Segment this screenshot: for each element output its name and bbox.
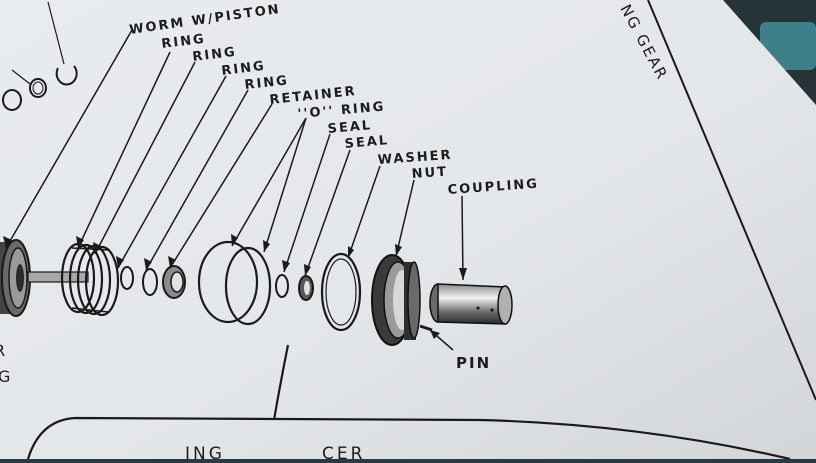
label-pin: PIN	[456, 354, 491, 372]
bracket-stem	[272, 344, 290, 421]
label-coupling: COUPLING	[447, 177, 539, 198]
callout-labels: WORM W/PISTON RING RING RING RING RETAIN…	[128, 2, 539, 372]
label-seal-2: SEAL	[344, 133, 390, 152]
label-ring-2: RING	[192, 45, 238, 65]
left-letter-1: R	[0, 341, 7, 360]
pin-part	[419, 324, 433, 332]
arrowheads	[3, 234, 467, 339]
bottom-label-2: CER	[322, 444, 365, 459]
o-ring-pair	[197, 240, 272, 326]
seal-pair	[275, 274, 314, 301]
bracket-line	[26, 416, 791, 461]
nut-part	[371, 254, 421, 346]
page-border-right	[647, 0, 816, 401]
label-ring-4: RING	[244, 73, 290, 93]
bottom-label-1: ING	[185, 444, 225, 459]
label-seal-1: SEAL	[327, 118, 373, 137]
worm-piston-part	[0, 239, 120, 317]
retainer-part	[162, 265, 186, 299]
coupling-part	[429, 283, 513, 325]
label-nut: NUT	[411, 164, 448, 181]
washer-part	[320, 252, 362, 332]
leader-lines	[5, 29, 464, 351]
label-ring-1: RING	[161, 32, 207, 52]
left-letter-2: G	[0, 367, 12, 386]
label-ring-3: RING	[221, 59, 267, 79]
small-rings-upper-left	[2, 1, 78, 111]
small-rings	[120, 266, 158, 296]
label-washer: WASHER	[377, 148, 453, 168]
